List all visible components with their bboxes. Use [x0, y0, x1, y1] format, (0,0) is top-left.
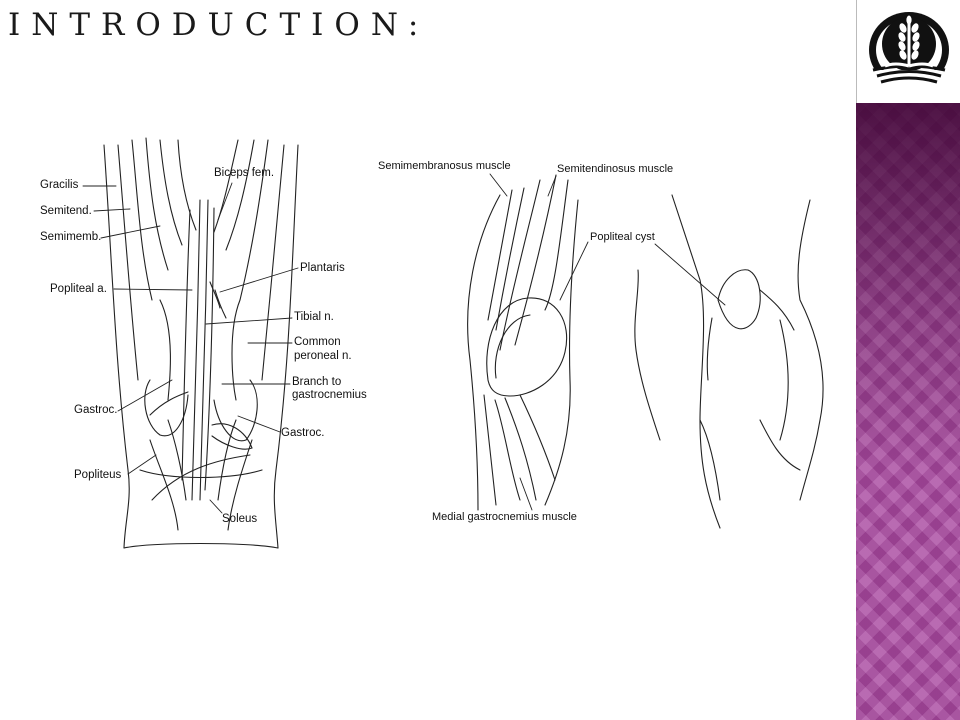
label-branch-line2: gastrocnemius [292, 389, 367, 401]
label-semitendinosus: Semitendinosus muscle [557, 163, 674, 175]
label-common-peroneal-line1: Common [294, 336, 341, 348]
label-semimembranosus: Semimembranosus muscle [378, 160, 511, 172]
external-knee-drawing [634, 194, 824, 529]
label-plantaris: Plantaris [300, 262, 345, 274]
right-leader-lines [654, 243, 726, 306]
label-semimemb: Semimemb. [40, 231, 102, 243]
label-gastroc-left: Gastroc. [74, 404, 118, 416]
label-gracilis: Gracilis [40, 179, 79, 191]
label-gastroc-right: Gastroc. [281, 427, 325, 439]
label-tibial-n: Tibial n. [294, 311, 334, 323]
label-biceps-fem: Biceps fem. [214, 167, 275, 179]
label-branch-line1: Branch to [292, 376, 342, 388]
label-popliteus: Popliteus [74, 469, 122, 481]
label-soleus: Soleus [222, 513, 258, 525]
label-semitend: Semitend. [40, 205, 92, 217]
wheat-emblem-icon [869, 12, 949, 90]
knee-anatomy-figure [82, 137, 824, 549]
label-common-peroneal-line2: peroneal n. [294, 350, 352, 362]
medial-knee-drawing [467, 174, 579, 511]
left-leader-lines [82, 182, 299, 514]
posterior-knee-drawing [103, 137, 299, 549]
label-medial-gastrocnemius: Medial gastrocnemius muscle [432, 511, 577, 523]
slide-title: Introduction: [8, 7, 430, 43]
middle-leader-lines [489, 173, 589, 511]
label-popliteal-a: Popliteal a. [50, 283, 107, 295]
decorative-sidebar [856, 103, 960, 720]
logo-panel [856, 0, 960, 103]
label-popliteal-cyst: Popliteal cyst [590, 231, 655, 243]
